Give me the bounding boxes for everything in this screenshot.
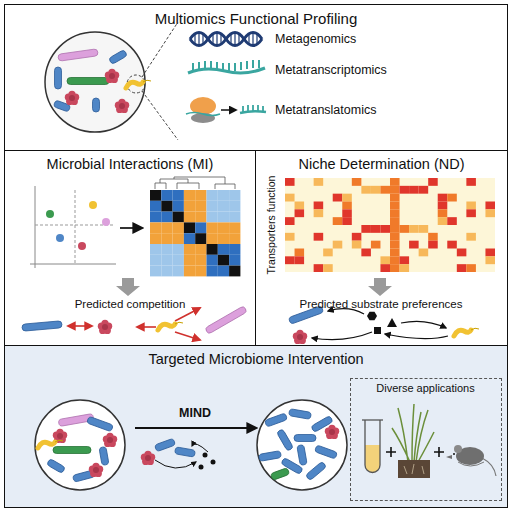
panel-box: Niche Determination (ND) (255, 150, 508, 346)
panel-heading: Targeted Microbiome Intervention (5, 351, 507, 367)
panel-box: Multiomics Functional Profiling (4, 4, 508, 151)
panel-heading: Microbial Interactions (MI) (5, 156, 255, 172)
panel-box: Microbial Interactions (MI) (4, 150, 256, 346)
annotation-text: Predicted substrate preferences (299, 298, 462, 310)
box-heading: Diverse applications (351, 382, 501, 394)
annotation-text: Predicted competition (75, 298, 186, 310)
annotation-text: Metatranslatomics (275, 103, 376, 117)
annotation-text: Metatranscriptomics (275, 63, 387, 77)
inset-box: Diverse applications (350, 378, 502, 501)
panel-box: Targeted Microbiome InterventionDiverse … (4, 345, 508, 508)
panel-heading: Niche Determination (ND) (256, 156, 507, 172)
axis-label: Transporters function (265, 176, 277, 275)
annotation-text: MIND (179, 406, 211, 420)
annotation-text: Metagenomics (275, 32, 356, 46)
panel-heading: Multiomics Functional Profiling (5, 10, 507, 27)
